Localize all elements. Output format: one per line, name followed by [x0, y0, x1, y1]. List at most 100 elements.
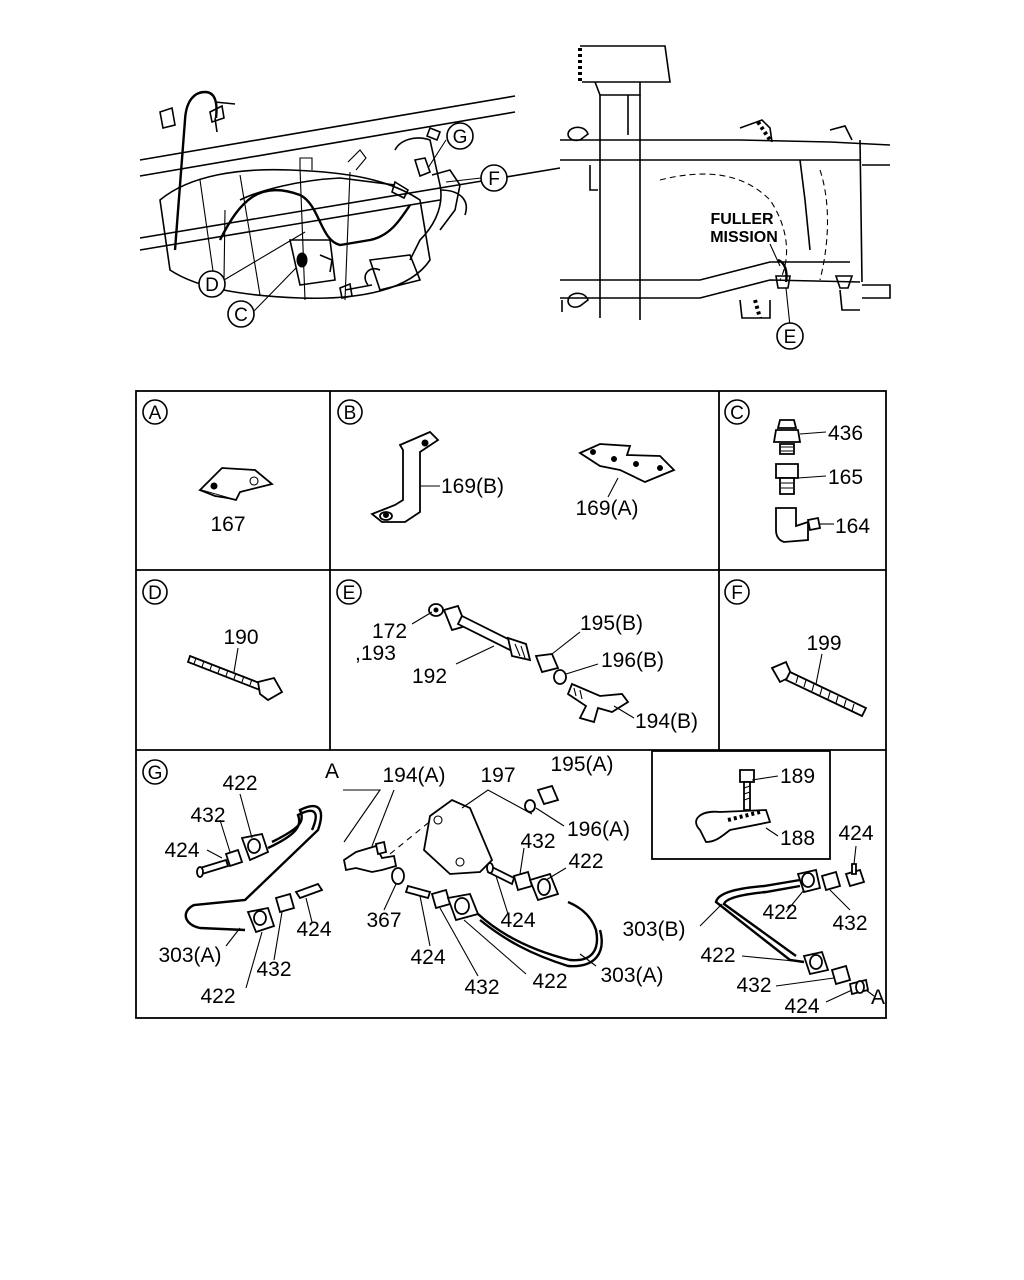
mission-label: MISSION: [710, 229, 778, 246]
part-424-label-5: 424: [838, 822, 873, 845]
part-164-elbow: [775, 507, 822, 543]
part-169b-bracket: [370, 430, 440, 523]
part-424-label-4: 424: [500, 909, 535, 932]
part-424-bolt-right-bottom: [848, 978, 870, 996]
part-422-nut-center: [446, 892, 480, 922]
part-194a-tee: [342, 840, 398, 873]
part-188-clip: [695, 809, 772, 843]
part-424-bolt-center: [404, 884, 432, 900]
panel-f: F 199: [724, 579, 868, 718]
part-195b-nut: [534, 653, 560, 674]
part-432-sleeve-top-left: [224, 848, 244, 868]
part-167-label: 167: [210, 513, 245, 536]
panel-f-letter: F: [731, 583, 743, 604]
panel-g-letter: G: [148, 763, 163, 784]
part-196b-washer: [553, 669, 567, 685]
part-432-label-1: 432: [190, 804, 225, 827]
part-432-sleeve-center: [430, 888, 452, 910]
part-190-label: 190: [223, 626, 258, 649]
part-424-bolt-bottom-left: [294, 882, 324, 900]
part-303a-label-2: 303(A): [600, 964, 663, 987]
part-194b-label: 194(B): [635, 710, 698, 733]
part-164-label: 164: [835, 515, 870, 538]
panel-a-letter: A: [149, 403, 162, 424]
part-196a-washer: [524, 799, 536, 813]
part-196a-label: 196(A): [567, 818, 630, 841]
panel-a: A 167: [142, 399, 274, 536]
part-424-label-2: 424: [296, 918, 331, 941]
part-172-label: 172: [372, 620, 407, 643]
part-422-label-6: 422: [700, 944, 735, 967]
part-422-nut-top-left: [240, 832, 270, 862]
part-432-label-5: 432: [832, 912, 867, 935]
part-194a-label: 194(A): [382, 764, 445, 787]
part-199-cable-tie: [770, 660, 868, 718]
panel-c-letter: C: [730, 403, 744, 424]
part-432-sleeve-bottom-left: [274, 892, 296, 914]
panel-b: B 169(B) 169(A): [337, 399, 676, 523]
part-195a-label: 195(A): [550, 753, 613, 776]
part-424-bolt-top-left: [196, 858, 230, 878]
part-172-washer: [428, 603, 444, 617]
part-432-sleeve-right-bottom: [830, 964, 852, 986]
panel-c: C 436 165 164: [724, 399, 870, 543]
part-189-bolt: [739, 769, 755, 811]
part-165-adapter: [775, 463, 799, 495]
callout-f: F: [488, 169, 500, 190]
part-169a-bracket: [578, 443, 676, 483]
part-169a-label: 169(A): [575, 497, 638, 520]
part-192-fitting: [442, 604, 532, 662]
part-199-label: 199: [806, 632, 841, 655]
part-367-washer: [391, 867, 405, 885]
part-195b-label: 195(B): [580, 612, 643, 635]
part-196b-label: 196(B): [601, 649, 664, 672]
part-190-cable-tie: [186, 654, 284, 702]
panel-d: D 190: [142, 579, 284, 702]
part-422-nut-bottom-left: [246, 906, 276, 934]
part-422-nut-right-center: [528, 872, 560, 902]
part-422-label-3: 422: [568, 850, 603, 873]
callout-g: G: [453, 127, 468, 148]
part-432-sleeve-right-center: [512, 870, 534, 892]
part-422-label-4: 422: [532, 970, 567, 993]
panel-e: E 172 ,193 192 195(B) 196(B) 19: [336, 579, 698, 733]
part-424-bolt-right-top: [844, 863, 866, 888]
panel-grid: [135, 390, 887, 1019]
part-436-fitting: [772, 419, 802, 455]
part-165-label: 165: [828, 466, 863, 489]
part-422-nut-right-top: [796, 868, 822, 894]
part-432-label-2: 432: [256, 958, 291, 981]
part-432-sleeve-right-top: [820, 870, 842, 892]
right-overview-drawing: FULLER MISSION E: [560, 45, 891, 350]
part-197-bracket: [423, 798, 494, 875]
end-marker-a: A: [871, 986, 885, 1009]
part-432-label-4: 432: [464, 976, 499, 999]
part-192-label: 192: [412, 665, 447, 688]
part-422-label-2: 422: [200, 985, 235, 1008]
fuller-label: FULLER: [710, 211, 774, 228]
part-303a-label-1: 303(A): [158, 944, 221, 967]
part-424-label-1: 424: [164, 839, 199, 862]
panel-d-letter: D: [148, 583, 162, 604]
part-195a-nut: [536, 784, 560, 806]
panel-b-letter: B: [344, 403, 357, 424]
callout-d: D: [205, 275, 219, 296]
part-169b-label: 169(B): [441, 475, 504, 498]
part-424-bolt-right-center: [486, 862, 516, 886]
part-197-label: 197: [480, 764, 515, 787]
part-189-label: 189: [780, 765, 815, 788]
part-432-label-3: 432: [520, 830, 555, 853]
panel-g: G: [142, 750, 885, 1018]
callout-c: C: [234, 305, 248, 326]
clip-inset-box: [651, 750, 831, 860]
part-193-label: ,193: [355, 642, 396, 665]
part-367-label: 367: [366, 909, 401, 932]
ref-marker-a: A: [325, 760, 339, 783]
part-422-label-5: 422: [762, 901, 797, 924]
pipe-303b: [714, 878, 805, 964]
part-422-nut-right-bottom: [802, 950, 830, 976]
part-422-label-1: 422: [222, 772, 257, 795]
part-167-bracket: [198, 467, 274, 502]
part-436-label: 436: [828, 422, 863, 445]
